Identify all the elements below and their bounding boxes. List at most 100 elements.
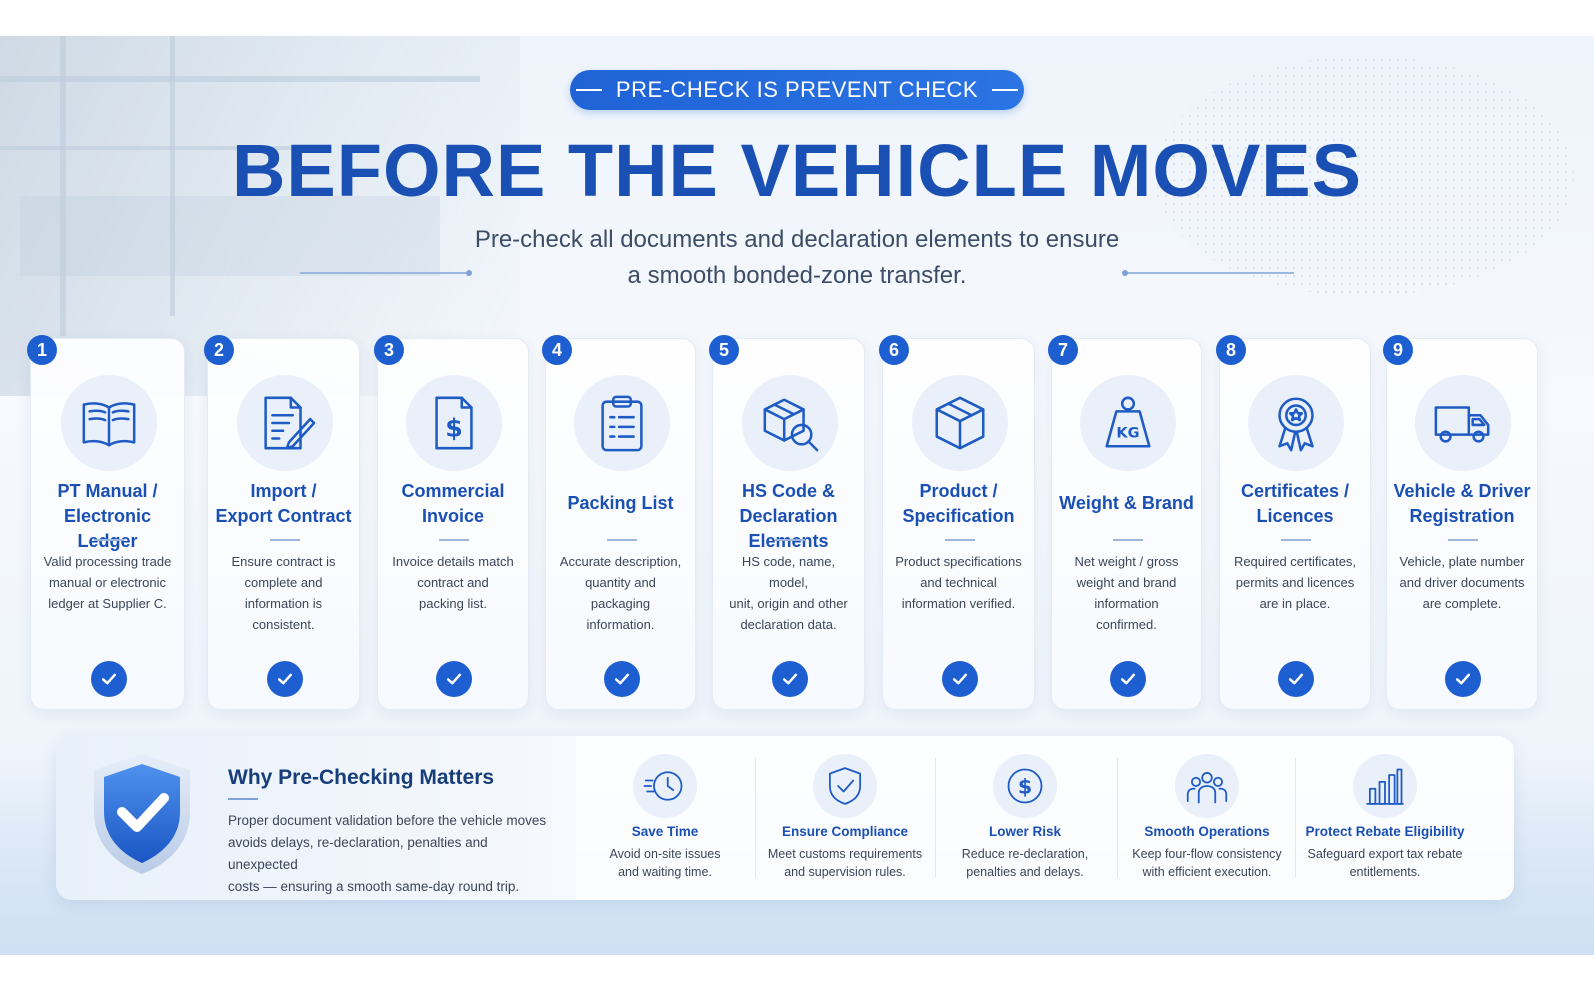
dollar-icon: $	[993, 754, 1057, 818]
card-title: PT Manual /Electronic Ledger	[57, 481, 158, 551]
invoice-icon: $	[406, 375, 502, 471]
background-facility-image	[0, 36, 520, 396]
checkmark-icon	[91, 661, 127, 697]
checkmark-icon	[1278, 661, 1314, 697]
infographic-canvas: PRE-CHECK IS PREVENT CHECK BEFORE THE VE…	[0, 36, 1594, 955]
card-title: Certificates /Licences	[1240, 481, 1350, 526]
benefit-separator	[935, 758, 936, 878]
truck-icon	[1415, 375, 1511, 471]
card-divider	[775, 539, 805, 541]
contract-icon	[237, 375, 333, 471]
card-description: HS code, name, model,unit, origin and ot…	[729, 554, 848, 632]
benefit-title: Lower Risk	[988, 824, 1062, 839]
card-divider	[439, 539, 469, 541]
benefit-title: Ensure Compliance	[781, 824, 909, 839]
card-title: Product /Specification	[902, 481, 1015, 526]
benefit-title: Save Time	[631, 824, 699, 839]
benefit-title: Protect Rebate Eligibility	[1305, 824, 1465, 839]
card-title: Packing List	[567, 493, 674, 513]
checkmark-icon	[942, 661, 978, 697]
step-number-badge: 8	[1216, 335, 1246, 365]
team-icon	[1175, 754, 1239, 818]
checkmark-icon	[772, 661, 808, 697]
step-number-badge: 4	[542, 335, 572, 365]
step-number-badge: 3	[374, 335, 404, 365]
why-text: Proper document validation before the ve…	[228, 813, 547, 894]
clock-icon	[633, 754, 697, 818]
card-divider	[1448, 539, 1478, 541]
svg-text:$: $	[1018, 775, 1032, 799]
award-icon	[1248, 375, 1344, 471]
card-divider	[945, 539, 975, 541]
card-divider	[94, 539, 124, 541]
why-section: Why Pre-Checking Matters Proper document…	[56, 736, 576, 900]
checkmark-icon	[1445, 661, 1481, 697]
why-title: Why Pre-Checking Matters	[228, 766, 495, 789]
weight-icon: KG	[1080, 375, 1176, 471]
card-divider	[1113, 539, 1143, 541]
step-number-badge: 1	[27, 335, 57, 365]
benefit-separator	[755, 758, 756, 878]
step-number-badge: 5	[709, 335, 739, 365]
why-divider	[228, 798, 258, 800]
benefit-description: Reduce re-declaration,penalties and dela…	[961, 847, 1089, 879]
card-divider	[270, 539, 300, 541]
svg-text:$: $	[445, 414, 463, 443]
book-icon	[61, 375, 157, 471]
step-number-badge: 9	[1383, 335, 1413, 365]
subtitle-divider-right	[1122, 270, 1294, 276]
step-number-badge: 6	[879, 335, 909, 365]
box-search-icon	[742, 375, 838, 471]
card-title: Weight & Brand	[1059, 493, 1194, 513]
checkmark-icon	[436, 661, 472, 697]
shield-check-icon	[813, 754, 877, 818]
cube-icon	[912, 375, 1008, 471]
checkmark-icon	[604, 661, 640, 697]
benefit-separator	[1295, 758, 1296, 878]
page-subtitle: Pre-check all documents and declaration …	[474, 226, 1120, 289]
shield-check-icon	[94, 754, 190, 874]
card-title: Import /Export Contract	[215, 481, 352, 526]
page-title: BEFORE THE VEHICLE MOVES	[231, 129, 1363, 212]
tagline-text: PRE-CHECK IS PREVENT CHECK	[615, 77, 979, 102]
clipboard-icon	[574, 375, 670, 471]
card-description: Required certificates,permits and licenc…	[1233, 554, 1357, 611]
checkmark-icon	[267, 661, 303, 697]
svg-text:KG: KG	[1116, 426, 1139, 442]
background-world-map	[1154, 56, 1574, 296]
benefit-title: Smooth Operations	[1144, 824, 1270, 839]
tagline-pill: PRE-CHECK IS PREVENT CHECK	[570, 70, 1024, 110]
card-divider	[607, 539, 637, 541]
step-number-badge: 2	[204, 335, 234, 365]
card-title: HS Code &Declaration Elements	[739, 481, 838, 551]
step-number-badge: 7	[1048, 335, 1078, 365]
checkmark-icon	[1110, 661, 1146, 697]
why-panel: Why Pre-Checking Matters Proper document…	[56, 736, 1514, 900]
subtitle-divider-left	[300, 270, 472, 276]
